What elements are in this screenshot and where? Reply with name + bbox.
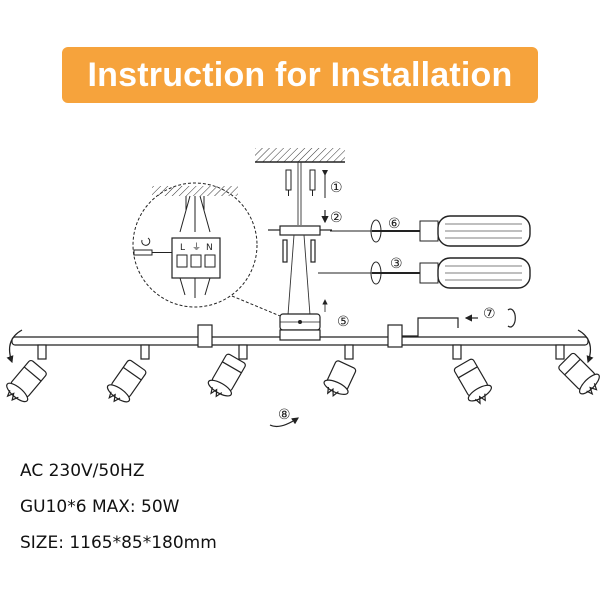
spec-size: SIZE: 1165*85*180mm bbox=[20, 533, 217, 553]
step7-connector bbox=[402, 308, 516, 337]
rotate-arrow-step8 bbox=[269, 417, 299, 428]
rotate-arrow-right bbox=[577, 329, 594, 364]
step-1-label: ① bbox=[330, 180, 343, 196]
screwdriver-top bbox=[330, 215, 531, 247]
anchor-screws bbox=[285, 169, 328, 198]
canopy bbox=[279, 313, 321, 331]
supply-wires bbox=[297, 162, 302, 225]
specifications: AC 230V/50HZ GU10*6 MAX: 50W SIZE: 1165*… bbox=[20, 460, 217, 568]
step-8-label: ⑧ bbox=[278, 407, 291, 423]
step-7-label: ⑦ bbox=[483, 306, 496, 322]
spotlight-6 bbox=[555, 344, 600, 396]
terminal-label-earth: ⏚ bbox=[192, 242, 201, 253]
screwdriver-bottom bbox=[318, 257, 531, 289]
spotlight-4 bbox=[323, 344, 357, 398]
step-2-label: ② bbox=[330, 210, 343, 226]
rotate-arrow-left bbox=[6, 329, 23, 364]
spotlight-2 bbox=[106, 344, 150, 403]
banner-title: Instruction for Installation bbox=[87, 55, 513, 94]
terminal-label-l: L bbox=[180, 243, 185, 253]
step-5-label: ⑤ bbox=[337, 314, 350, 330]
spotlight-3 bbox=[207, 344, 248, 398]
small-screwdriver-icon bbox=[133, 237, 172, 256]
spotlight-5 bbox=[452, 344, 492, 405]
title-banner: Instruction for Installation bbox=[62, 47, 538, 103]
spotlight-1 bbox=[6, 344, 47, 403]
canopy-wires bbox=[287, 234, 328, 316]
step-6-label: ⑥ bbox=[388, 216, 401, 232]
light-bar bbox=[11, 324, 589, 348]
ceiling bbox=[255, 148, 345, 163]
mounting-bracket bbox=[268, 210, 332, 263]
terminal-label-n: N bbox=[206, 243, 213, 253]
step-3-label: ③ bbox=[390, 256, 403, 272]
wiring-detail-circle: L ⏚ N bbox=[132, 182, 286, 319]
spec-voltage: AC 230V/50HZ bbox=[20, 461, 145, 481]
spec-bulb: GU10*6 MAX: 50W bbox=[20, 497, 180, 517]
